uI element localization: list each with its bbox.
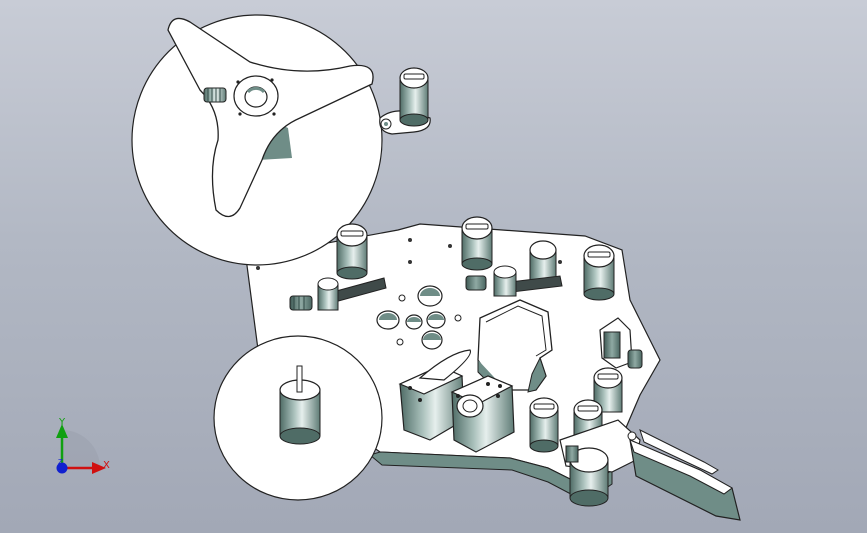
roller-top bbox=[399, 67, 429, 127]
reel-lock-screw bbox=[203, 87, 227, 103]
roller-2 bbox=[461, 216, 493, 271]
orientation-triad: Y X Z bbox=[56, 417, 110, 474]
upper-reel-disc bbox=[131, 14, 383, 266]
z-axis-dot bbox=[56, 462, 68, 474]
z-axis-label: Z bbox=[58, 458, 63, 466]
drive-blocks bbox=[398, 349, 515, 453]
lower-reel-disc bbox=[213, 335, 383, 501]
roller-1 bbox=[336, 223, 368, 280]
right-clamp bbox=[599, 317, 643, 369]
reel-hub bbox=[233, 75, 279, 117]
y-axis-label: Y bbox=[58, 417, 66, 428]
tension-levers bbox=[289, 265, 563, 311]
x-axis-label: X bbox=[103, 460, 110, 471]
peel-plate bbox=[559, 419, 741, 521]
roller-6 bbox=[529, 397, 559, 453]
roller-5 bbox=[593, 367, 623, 413]
plate-hole-pattern bbox=[376, 285, 462, 350]
reel-tri-arm bbox=[167, 17, 374, 218]
roller-4 bbox=[583, 244, 615, 301]
